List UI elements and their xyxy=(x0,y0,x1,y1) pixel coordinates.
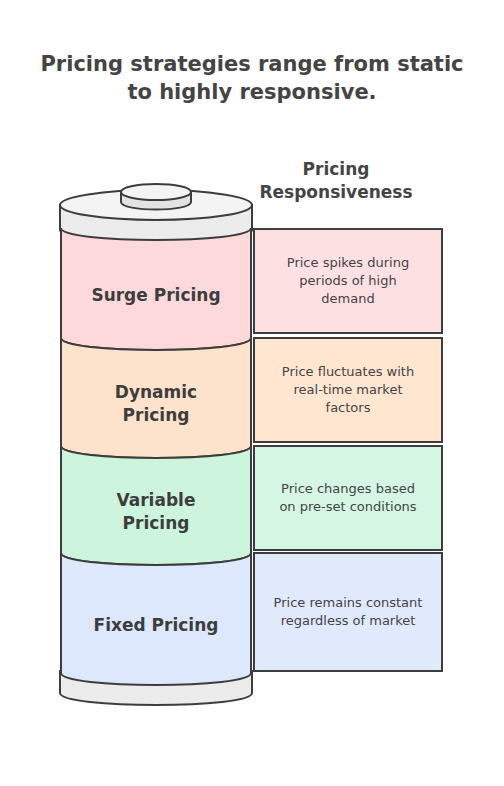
band-label: Dynamic Pricing xyxy=(84,381,229,427)
battery-band: Surge Pricing xyxy=(60,228,252,352)
diagram-title: Pricing strategies range from static to … xyxy=(32,50,472,106)
description-text: Price remains constant regardless of mar… xyxy=(273,594,423,630)
column-header: Pricing Responsiveness xyxy=(246,158,426,204)
band-outline xyxy=(61,338,251,458)
band-label: Fixed Pricing xyxy=(94,614,219,637)
band-outline xyxy=(61,446,251,565)
description-box: Price remains constant regardless of mar… xyxy=(253,552,443,672)
band-label: Variable Pricing xyxy=(84,489,229,535)
description-box: Price fluctuates with real-time market f… xyxy=(253,337,443,443)
band-label: Surge Pricing xyxy=(91,284,220,307)
band-outline xyxy=(61,228,251,350)
battery-band: Variable Pricing xyxy=(60,446,252,567)
battery-terminal-top xyxy=(121,184,191,200)
battery-band: Fixed Pricing xyxy=(60,553,252,687)
description-box: Price changes based on pre-set condition… xyxy=(253,445,443,551)
description-text: Price changes based on pre-set condition… xyxy=(273,480,423,516)
description-text: Price spikes during periods of high dema… xyxy=(273,254,423,308)
description-box: Price spikes during periods of high dema… xyxy=(253,228,443,334)
band-outline xyxy=(61,553,251,685)
description-text: Price fluctuates with real-time market f… xyxy=(273,363,423,417)
battery-band: Dynamic Pricing xyxy=(60,338,252,460)
